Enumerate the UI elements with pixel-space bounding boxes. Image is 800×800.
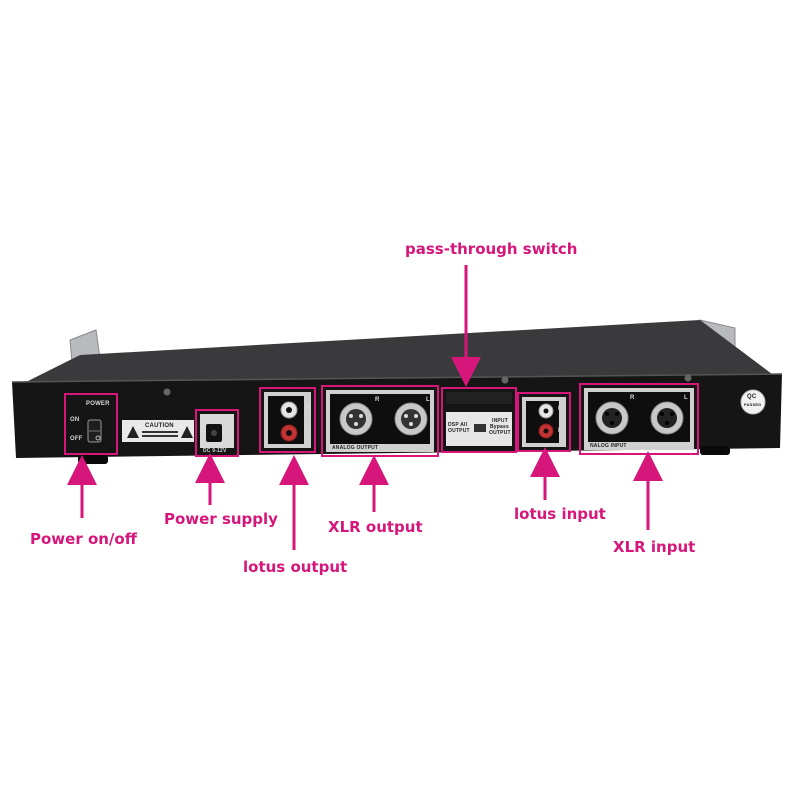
xlr-output-r-label: R: [375, 397, 380, 403]
xlr-input-r-label: R: [630, 395, 635, 401]
analog-output-label: ANALOG OUTPUT: [332, 445, 379, 451]
callout-lotus-output: lotus output: [243, 558, 348, 576]
qc-status-label: PASSED: [744, 402, 762, 407]
power-switch-zone: [64, 393, 118, 455]
warning-triangle-icon: [127, 426, 139, 438]
callout-pass-through-switch: pass-through switch: [405, 240, 578, 258]
bypass-input-label: INPUT: [492, 418, 508, 424]
pass-through-zone: [441, 387, 517, 453]
callout-lotus-input: lotus input: [514, 505, 606, 523]
power-label: POWER: [86, 401, 110, 407]
lotus-output-l-label: L: [306, 430, 310, 436]
dsp-output-label-2: OUTPUT: [448, 428, 470, 434]
qc-sticker: [740, 389, 766, 415]
xlr-input-l-label: L: [684, 395, 688, 401]
bypass-output-label: OUTPUT: [489, 430, 511, 436]
off-label: OFF: [70, 436, 83, 442]
analog-input-label: NALOG INPUT: [590, 443, 627, 449]
dsp-output-label: DSP All: [448, 422, 468, 428]
chassis-top: [20, 320, 780, 385]
lotus-input-l-label: L: [558, 428, 562, 434]
on-label: ON: [70, 417, 80, 423]
foot-right: [700, 446, 730, 455]
caution-text: CAUTION: [145, 423, 174, 429]
callout-xlr-input: XLR input: [613, 538, 696, 556]
lotus-output-r-label: R: [306, 406, 311, 412]
lotus-input-r-label: R: [558, 406, 563, 412]
bypass-label: Bypass: [490, 424, 509, 430]
xlr-output-l-label: L: [426, 397, 430, 403]
foot-left: [78, 455, 108, 464]
callout-power-on-off: Power on/off: [30, 530, 137, 548]
bypass-toggle-icon[interactable]: [474, 424, 486, 432]
qc-label: QC: [747, 394, 757, 400]
callout-power-supply: Power supply: [164, 510, 278, 528]
warning-triangle-icon-2: [181, 426, 193, 438]
lotus-output-zone: [259, 387, 316, 453]
callout-xlr-output: XLR output: [328, 518, 423, 536]
dc-rating-label: DC 9-12V: [203, 448, 227, 454]
